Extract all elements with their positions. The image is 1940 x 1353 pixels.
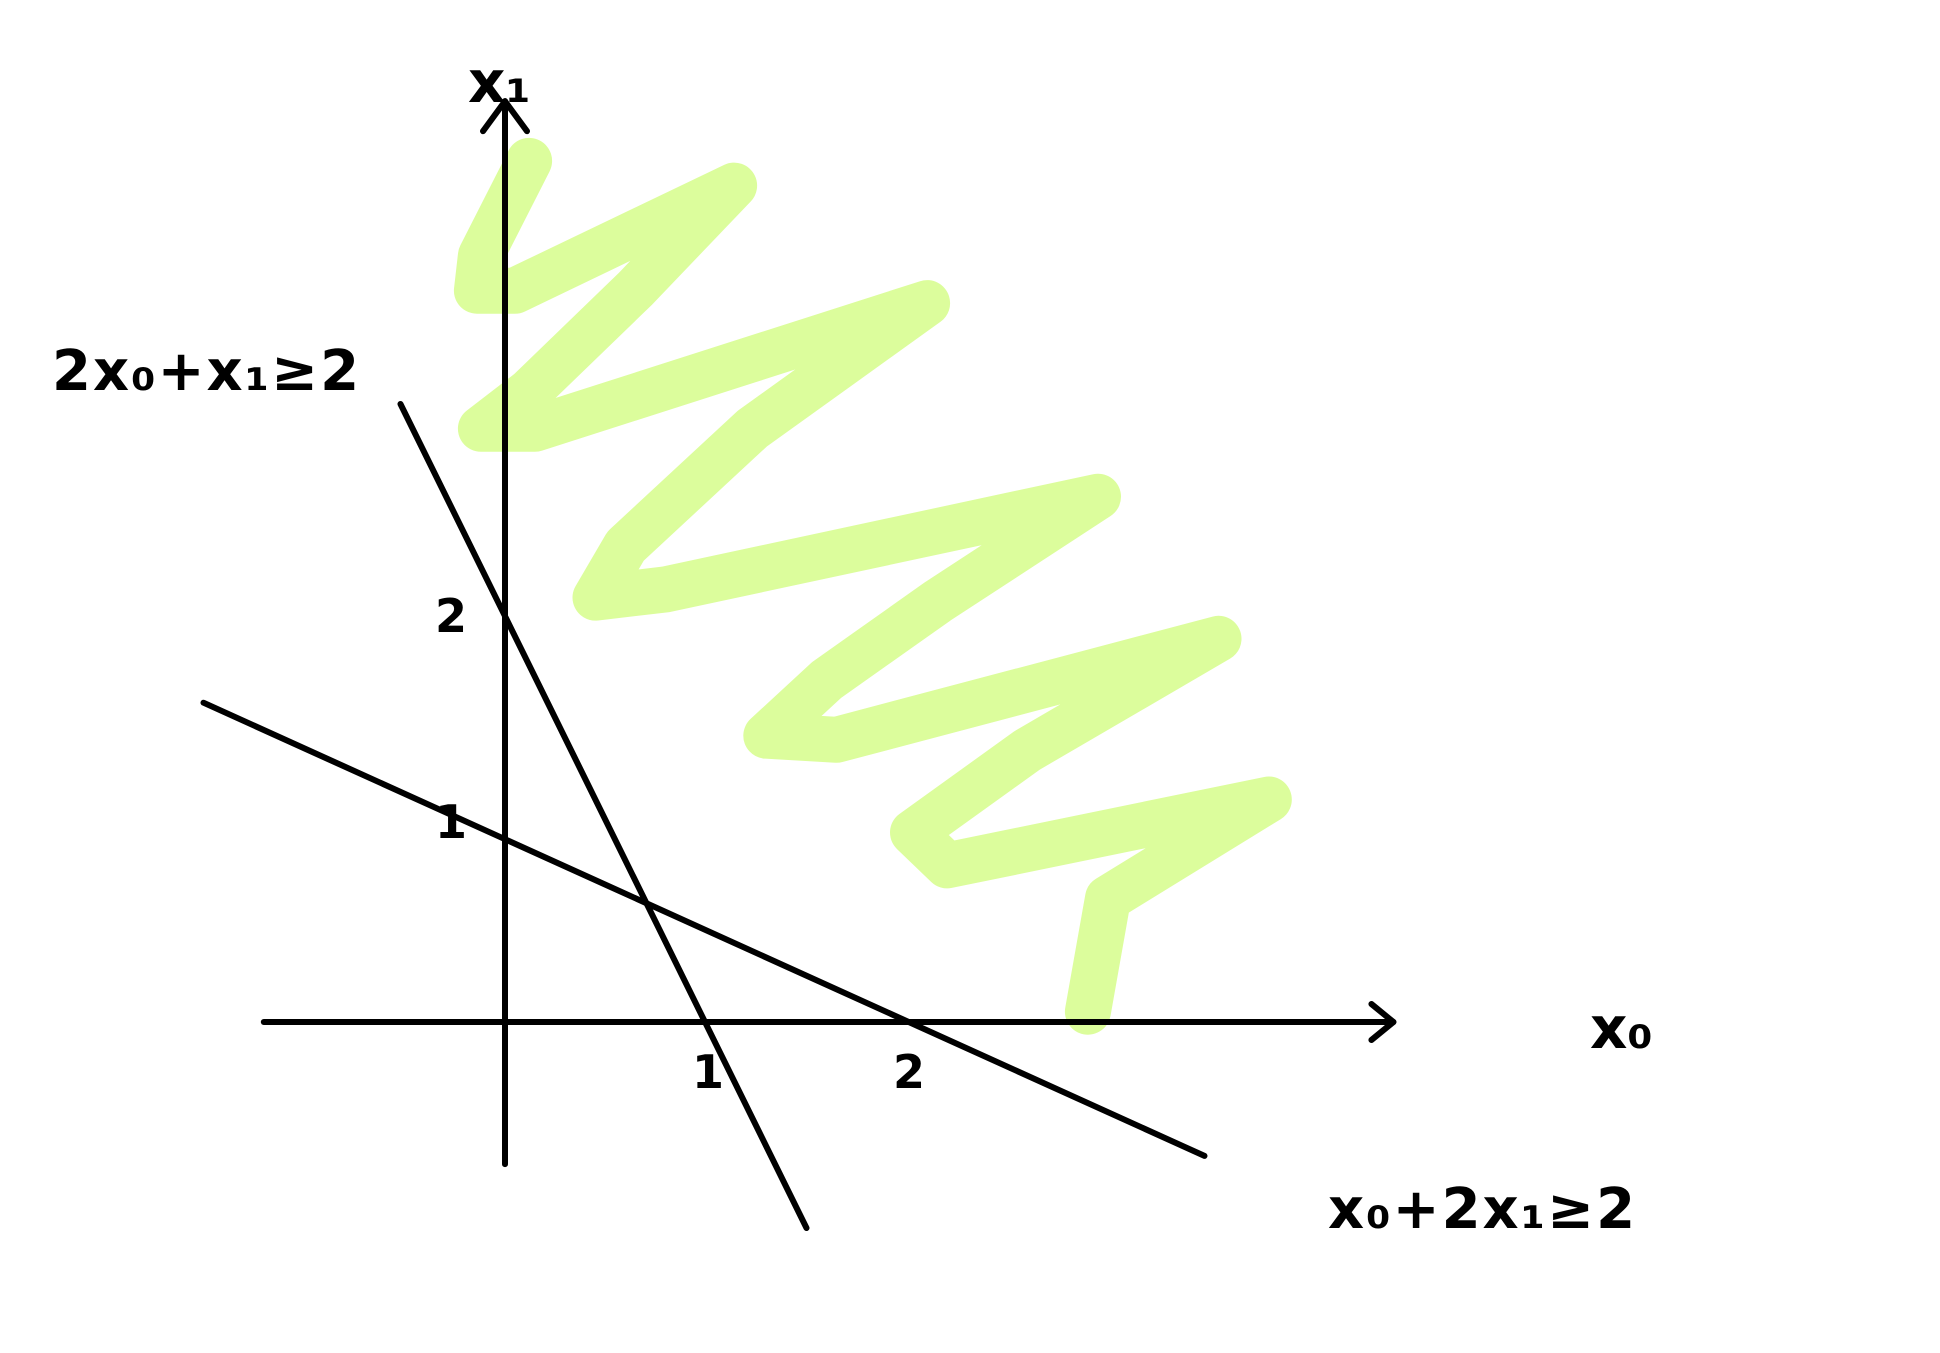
x-tick-label-1: 1	[692, 1045, 724, 1099]
y-tick-label-2: 2	[435, 589, 467, 643]
feasible-region-layer	[453, 137, 1292, 1035]
constraint-label-2: x₀+2x₁≥2	[1328, 1177, 1637, 1242]
constraint-lines-layer	[200, 401, 1208, 1231]
constraint-line-1	[397, 401, 810, 1231]
y-axis-label: x₁	[468, 48, 531, 116]
x-axis-label: x₀	[1590, 994, 1653, 1062]
y-axis-arrowhead	[480, 98, 530, 135]
constraint-label-1: 2x₀+x₁≥2	[52, 339, 361, 404]
y-tick-label-1: 1	[435, 795, 467, 849]
x-tick-label-2: 2	[893, 1045, 925, 1099]
x-axis-arrowhead	[1368, 1001, 1397, 1043]
feasible-region-scribble	[453, 137, 1292, 1035]
constraint-line-2	[200, 699, 1208, 1159]
labels-layer: x₁ x₀ 2x₀+x₁≥2 x₀+2x₁≥2 1 2 1 2	[52, 48, 1653, 1242]
axes-layer	[260, 98, 1397, 1168]
